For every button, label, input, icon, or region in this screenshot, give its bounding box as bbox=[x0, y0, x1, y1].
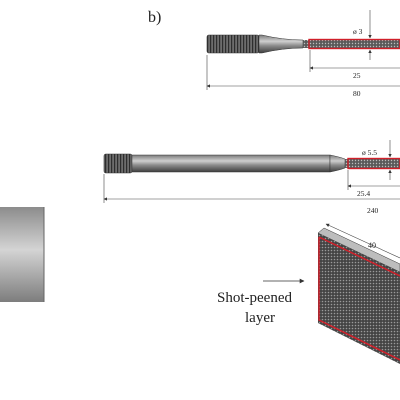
small-peened-outline bbox=[308, 38, 400, 50]
panel-label: b) bbox=[148, 9, 161, 26]
large-dimensions bbox=[103, 140, 400, 203]
shot-peened-label-line2: layer bbox=[245, 310, 275, 326]
shot-peened-annotation: Shot-peened layer bbox=[217, 278, 305, 326]
small-specimen bbox=[206, 34, 400, 54]
small-dimensions bbox=[206, 10, 400, 90]
small-diameter-label: ø 3 bbox=[353, 27, 363, 36]
plate-dimensions bbox=[325, 223, 400, 259]
small-gauge-length-label: 25 bbox=[353, 71, 361, 80]
plate-peened-outline bbox=[318, 236, 400, 361]
large-specimen bbox=[103, 153, 400, 174]
large-peened-outline bbox=[347, 157, 400, 170]
small-total-length-label: 80 bbox=[353, 89, 361, 98]
cylinder-specimen bbox=[0, 207, 45, 302]
large-total-length-label: 240 bbox=[367, 206, 379, 215]
large-diameter-label: ø 5.5 bbox=[362, 148, 377, 157]
plate-specimen bbox=[317, 227, 400, 364]
plate-width-label: 40 bbox=[368, 241, 376, 250]
large-gauge-length-label: 25.4 bbox=[357, 189, 370, 198]
shot-peened-label-line1: Shot-peened bbox=[217, 290, 292, 306]
